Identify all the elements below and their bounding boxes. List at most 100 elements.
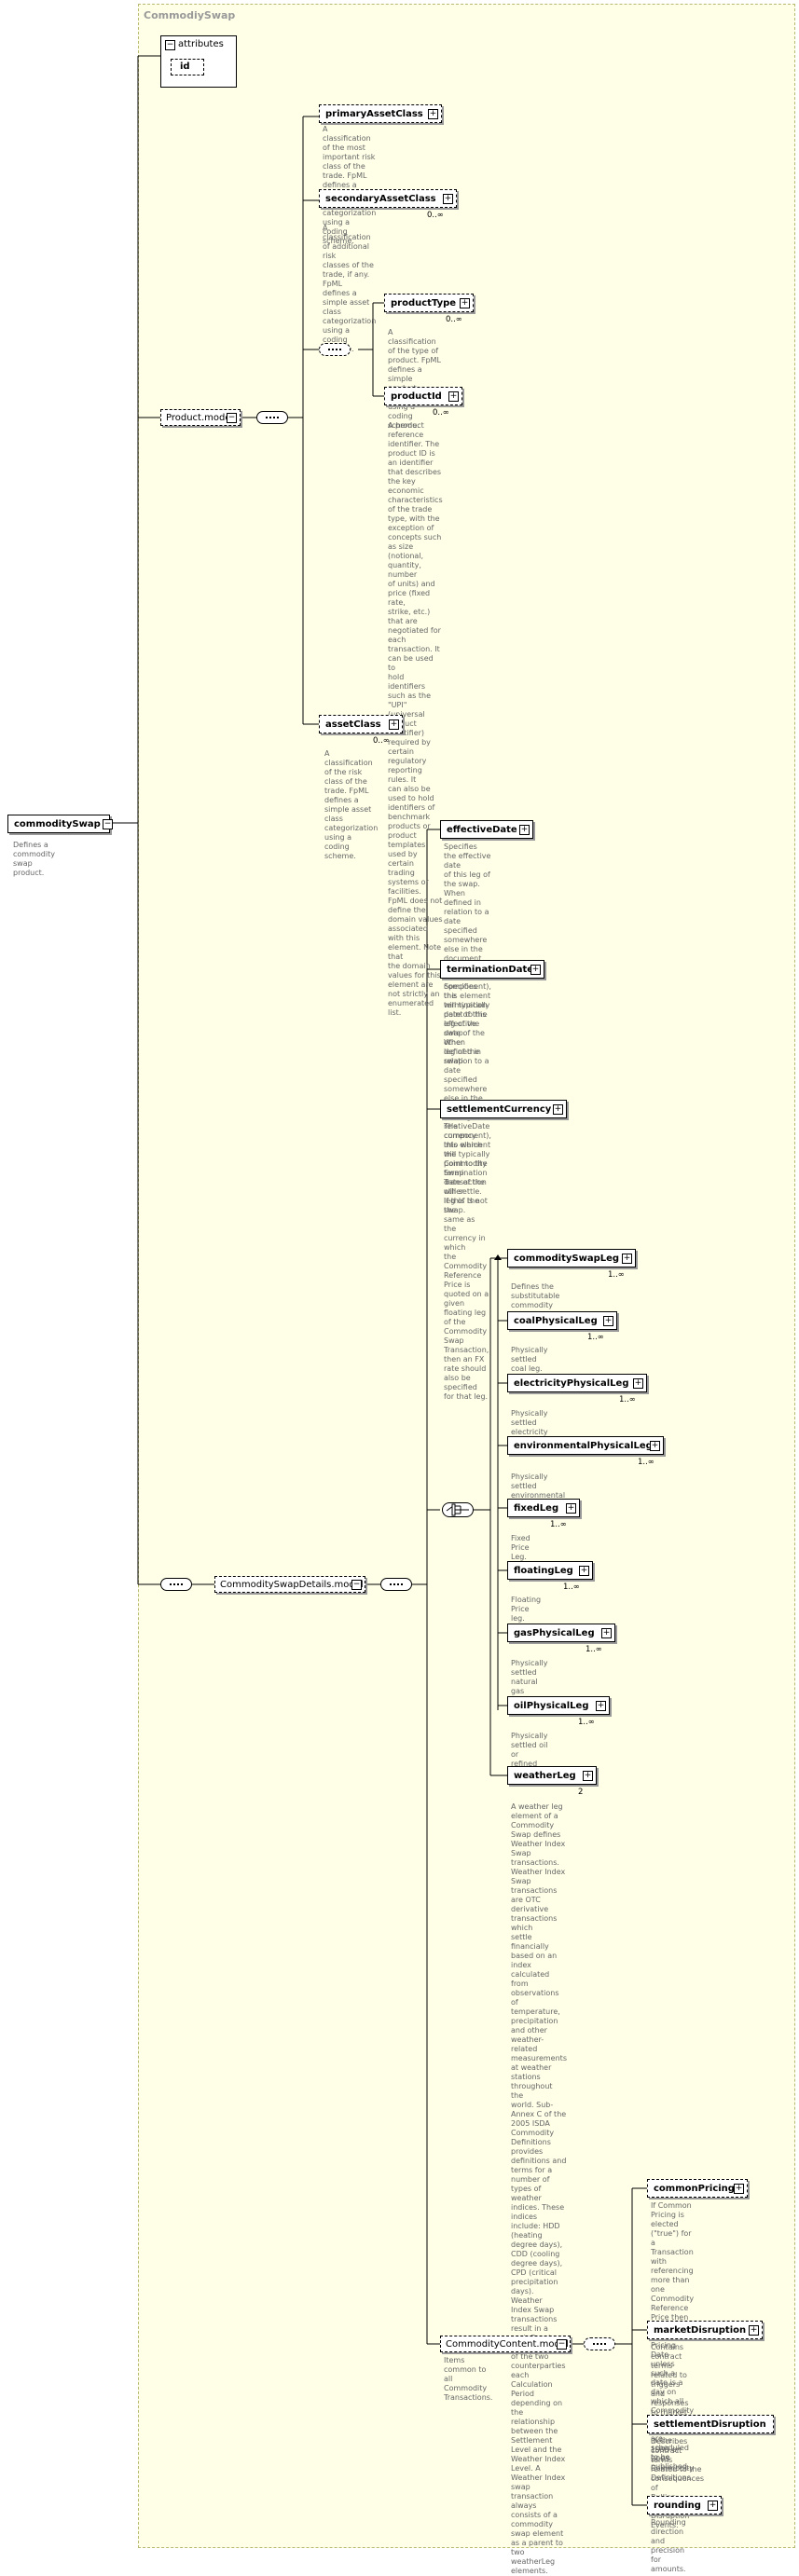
commodityswapleg-element[interactable]: commoditySwapLeg + bbox=[507, 1249, 636, 1267]
floatingleg-element[interactable]: floatingLeg + bbox=[507, 1561, 593, 1580]
commoditycontent-model-group[interactable]: CommodityContent.model − bbox=[440, 2336, 571, 2352]
plus-icon[interactable]: + bbox=[448, 391, 459, 402]
effectivedate-element[interactable]: effectiveDate + bbox=[440, 820, 533, 839]
secondaryassetclass-desc: A classification of additional risk clas… bbox=[323, 224, 377, 353]
effectivedate-label: effectiveDate bbox=[447, 825, 517, 835]
leg-label: gasPhysicalLeg bbox=[514, 1628, 595, 1638]
plus-icon[interactable]: + bbox=[650, 1441, 660, 1451]
marketdisruption-label: marketDisruption bbox=[654, 2325, 747, 2336]
settlementdisruption-element[interactable]: settlementDisruption bbox=[647, 2415, 774, 2433]
plus-icon[interactable]: + bbox=[443, 194, 453, 204]
plus-icon[interactable]: + bbox=[596, 1701, 606, 1711]
gasphysicalleg-element[interactable]: gasPhysicalLeg + bbox=[507, 1624, 615, 1642]
plus-icon[interactable]: + bbox=[460, 298, 470, 308]
commoditycontent-model-desc: Items common to all Commodity Transactio… bbox=[444, 2356, 493, 2402]
choice-icon bbox=[442, 1502, 474, 1517]
plus-icon[interactable]: + bbox=[622, 1254, 632, 1264]
collapse-icon[interactable]: − bbox=[103, 819, 113, 829]
product-model-group[interactable]: Product.model − bbox=[160, 409, 241, 426]
commodityswap-label: commoditySwap bbox=[14, 819, 101, 829]
id-label: id bbox=[180, 62, 190, 72]
terminationdate-element[interactable]: terminationDate + bbox=[440, 960, 544, 979]
collapse-icon[interactable]: − bbox=[165, 40, 175, 50]
weatherleg-label: weatherLeg bbox=[514, 1771, 576, 1781]
settlementcurrency-desc: The currency into which the Commodity Sw… bbox=[444, 1122, 489, 1401]
settlementcurrency-label: settlementCurrency bbox=[447, 1104, 552, 1115]
collapse-icon[interactable]: − bbox=[557, 2339, 567, 2350]
plus-icon[interactable]: + bbox=[708, 2501, 718, 2511]
plus-icon[interactable]: + bbox=[530, 965, 541, 975]
commonpricing-element[interactable]: commonPricing + bbox=[647, 2179, 748, 2198]
plus-icon[interactable]: + bbox=[428, 109, 438, 119]
settlementdisruption-label: settlementDisruption bbox=[654, 2419, 766, 2430]
leg-label: coalPhysicalLeg bbox=[514, 1316, 598, 1326]
productid-cardinality: 0..∞ bbox=[433, 408, 449, 418]
leg-label: electricityPhysicalLeg bbox=[514, 1378, 629, 1389]
settlementdisruption-desc: Describes contract terms related to the … bbox=[651, 2437, 705, 2529]
productid-desc: A product reference identifier. The prod… bbox=[388, 421, 443, 1017]
leg-cardinality: 1..∞ bbox=[587, 1333, 604, 1342]
marketdisruption-element[interactable]: marketDisruption + bbox=[647, 2321, 763, 2339]
plus-icon[interactable]: + bbox=[749, 2325, 759, 2336]
commoditycontent-model-label: CommodityContent.model bbox=[446, 2339, 569, 2350]
sequence-icon bbox=[584, 2337, 615, 2350]
leg-desc: Fixed Price Leg. bbox=[511, 1534, 530, 1561]
commodityswap-container bbox=[138, 4, 795, 2548]
commonpricing-label: commonPricing bbox=[654, 2184, 735, 2194]
plus-icon[interactable]: + bbox=[734, 2184, 744, 2194]
plus-icon[interactable]: + bbox=[633, 1378, 643, 1389]
primaryassetclass-label: primaryAssetClass bbox=[325, 109, 423, 119]
commodityswap-element[interactable]: commoditySwap bbox=[7, 815, 110, 833]
plus-icon[interactable]: + bbox=[579, 1566, 589, 1576]
productid-element[interactable]: productId + bbox=[384, 387, 462, 405]
settlementcurrency-element[interactable]: settlementCurrency + bbox=[440, 1100, 567, 1118]
weatherleg-element[interactable]: weatherLeg + bbox=[507, 1766, 597, 1785]
weatherleg-desc: A weather leg element of a Commodity Swa… bbox=[511, 1802, 567, 2575]
assetclass-label: assetClass bbox=[325, 719, 381, 730]
primaryassetclass-element[interactable]: primaryAssetClass + bbox=[319, 104, 442, 123]
rounding-desc: Rounding direction and precision for amo… bbox=[651, 2518, 686, 2573]
electricityphysicalleg-element[interactable]: electricityPhysicalLeg + bbox=[507, 1374, 647, 1392]
plus-icon[interactable]: + bbox=[389, 719, 399, 730]
leg-cardinality: 1..∞ bbox=[608, 1270, 625, 1280]
sequence-icon bbox=[380, 1578, 412, 1591]
plus-icon[interactable]: + bbox=[583, 1771, 593, 1781]
leg-cardinality: 1..∞ bbox=[638, 1458, 654, 1467]
collapse-icon[interactable]: − bbox=[351, 1580, 362, 1590]
terminationdate-label: terminationDate bbox=[447, 965, 534, 975]
fixedleg-element[interactable]: fixedLeg + bbox=[507, 1499, 580, 1517]
collapse-icon[interactable]: − bbox=[227, 413, 237, 423]
coalphysicalleg-element[interactable]: coalPhysicalLeg + bbox=[507, 1311, 617, 1330]
sequence-icon bbox=[160, 1578, 192, 1591]
assetclass-element[interactable]: assetClass + bbox=[319, 715, 403, 733]
id-attribute[interactable]: id bbox=[171, 59, 204, 75]
secondaryassetclass-element[interactable]: secondaryAssetClass + bbox=[319, 189, 457, 208]
leg-label: environmentalPhysicalLeg bbox=[514, 1441, 653, 1451]
plus-icon[interactable]: + bbox=[601, 1628, 612, 1638]
commodityswapdetails-model-label: CommoditySwapDetails.model bbox=[220, 1580, 364, 1590]
leg-cardinality: 1..∞ bbox=[578, 1718, 595, 1727]
producttype-cardinality: 0..∞ bbox=[446, 315, 462, 324]
plus-icon[interactable]: + bbox=[519, 825, 530, 835]
attributes-label: attributes bbox=[178, 39, 224, 49]
assetclass-desc: A classification of the risk class of th… bbox=[324, 749, 379, 860]
leg-label: floatingLeg bbox=[514, 1566, 573, 1576]
leg-desc: Floating Price leg. bbox=[511, 1596, 542, 1623]
assetclass-cardinality: 0..∞ bbox=[373, 736, 390, 746]
container-title: CommodiySwap bbox=[144, 9, 236, 21]
arrow-marker bbox=[494, 1254, 502, 1260]
plus-icon[interactable]: + bbox=[553, 1104, 563, 1115]
environmentalphysicalleg-element[interactable]: environmentalPhysicalLeg + bbox=[507, 1436, 664, 1455]
producttype-element[interactable]: productType + bbox=[384, 294, 474, 312]
oilphysicalleg-element[interactable]: oilPhysicalLeg + bbox=[507, 1696, 610, 1715]
rounding-element[interactable]: rounding + bbox=[647, 2496, 722, 2514]
commodityswapdetails-model-group[interactable]: CommoditySwapDetails.model − bbox=[214, 1576, 365, 1593]
plus-icon[interactable]: + bbox=[566, 1503, 576, 1514]
producttype-label: productType bbox=[391, 298, 457, 308]
rounding-label: rounding bbox=[654, 2501, 701, 2511]
sequence-icon bbox=[256, 411, 288, 424]
plus-icon[interactable]: + bbox=[603, 1316, 613, 1326]
leg-cardinality: 1..∞ bbox=[619, 1395, 636, 1404]
attributes-box[interactable]: − attributes id bbox=[160, 35, 237, 88]
